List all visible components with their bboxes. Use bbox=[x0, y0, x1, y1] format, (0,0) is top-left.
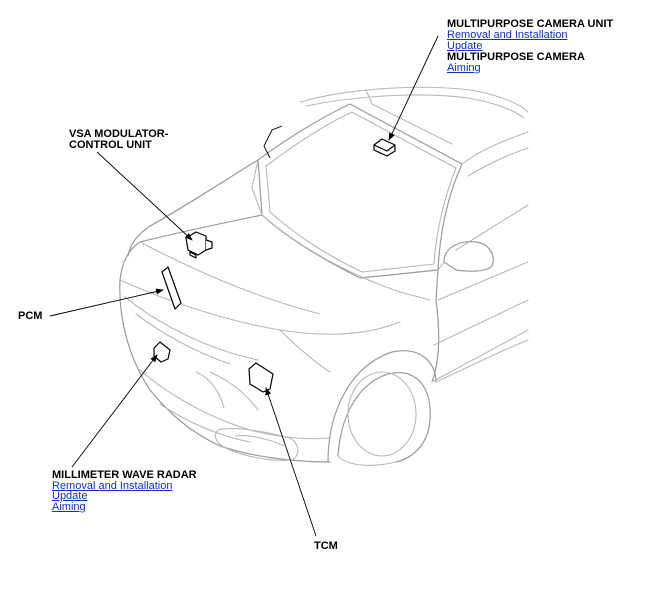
pcm-label: PCM bbox=[18, 310, 43, 322]
radar-aiming-link[interactable]: Aiming bbox=[52, 501, 86, 513]
vsa-leader-hook bbox=[263, 125, 283, 159]
vehicle-outline bbox=[119, 86, 529, 466]
millimeter-wave-radar-component[interactable] bbox=[153, 341, 171, 363]
tcm-label: TCM bbox=[314, 540, 338, 552]
vsa-modulator-component[interactable] bbox=[185, 231, 213, 259]
radar-removal-link[interactable]: Removal and Installation bbox=[52, 480, 173, 492]
camera-aiming-link[interactable]: Aiming bbox=[447, 62, 481, 74]
vsa-title-line1: VSA MODULATOR- bbox=[69, 128, 169, 140]
radar-leader-line bbox=[71, 354, 158, 468]
vsa-leader-line bbox=[96, 151, 193, 241]
camera-leader-line bbox=[388, 35, 439, 141]
radar-update-link[interactable]: Update bbox=[52, 490, 88, 502]
camera-unit-removal-link[interactable]: Removal and Installation bbox=[447, 29, 568, 41]
radar-title: MILLIMETER WAVE RADAR bbox=[52, 469, 197, 481]
pcm-leader-line bbox=[49, 288, 164, 317]
camera-title: MULTIPURPOSE CAMERA bbox=[447, 51, 585, 63]
vsa-title-line2: CONTROL UNIT bbox=[69, 139, 152, 151]
camera-unit-title: MULTIPURPOSE CAMERA UNIT bbox=[447, 18, 614, 30]
multipurpose-camera-component[interactable] bbox=[373, 138, 396, 157]
tcm-leader-line bbox=[265, 387, 317, 537]
pcm-component[interactable] bbox=[161, 266, 182, 310]
camera-unit-update-link[interactable]: Update bbox=[447, 40, 483, 52]
tcm-component[interactable] bbox=[248, 362, 274, 393]
